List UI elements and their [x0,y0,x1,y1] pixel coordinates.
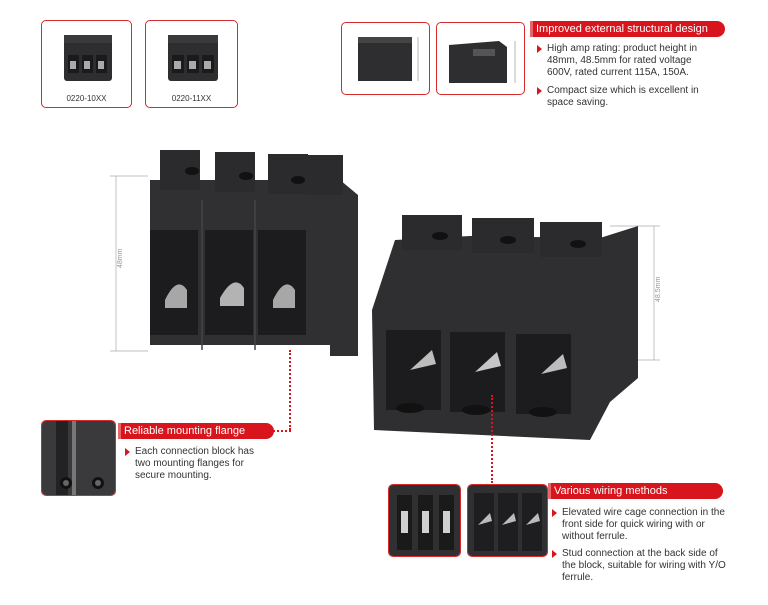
dimension-label-48mm: 48mm [117,248,124,268]
bullet-triangle-icon [537,87,542,95]
thumbnail-label: 0220-10XX [66,94,107,103]
dimension-label-48-5mm: 48.5mm [655,277,662,302]
mounting-flange-banner: Reliable mounting flange [118,423,274,439]
wiring-bullet-2: Stud connection at the back side of the … [552,548,732,584]
stud-connection-image [468,485,547,556]
mounting-leader-horizontal [266,430,291,432]
wiring-leader-vertical [491,395,493,483]
mounting-flange-detail[interactable] [41,420,116,496]
bullet-triangle-icon [537,45,542,53]
thumbnail-0220-11xx[interactable]: 0220-11XX [145,20,238,108]
wiring-front-detail[interactable] [388,484,461,557]
mounting-leader-vertical [289,350,291,430]
bullet-text: Compact size which is excellent in space… [547,85,699,108]
wiring-bullet-1: Elevated wire cage connection in the fro… [552,507,732,543]
bullet-text: Each connection block has two mounting f… [135,446,254,481]
structural-bullet-1: High amp rating: product height in 48mm,… [537,43,717,79]
mounting-bullet-1: Each connection block has two mounting f… [125,446,270,482]
bullet-text: High amp rating: product height in 48mm,… [547,43,698,78]
terminal-block-angled-view: 48.5mm [372,215,662,440]
wire-cage-image [389,485,460,556]
bullet-triangle-icon [125,448,130,456]
side-view-image [449,41,516,83]
thumbnail-0220-10xx[interactable]: 0220-10XX [41,20,132,108]
mounting-flange-image [42,421,115,495]
structural-bullet-2: Compact size which is excellent in space… [537,85,717,109]
side-view-thumbnail-2[interactable] [436,22,525,95]
side-view-image [358,37,419,81]
bullet-triangle-icon [552,509,557,517]
bullet-text: Stud connection at the back side of the … [562,548,726,583]
terminal-block-thumbnail-image [168,35,218,81]
terminal-block-front-view: 48mm [110,150,358,356]
side-view-thumbnail-1[interactable] [341,22,430,95]
wiring-back-detail[interactable] [467,484,548,557]
bullet-triangle-icon [552,550,557,558]
bullet-text: Elevated wire cage connection in the fro… [562,507,725,542]
wiring-methods-banner: Various wiring methods [548,483,723,499]
thumbnail-label: 0220-11XX [171,94,212,103]
structural-design-banner: Improved external structural design [530,21,725,37]
terminal-block-thumbnail-image [64,35,112,81]
